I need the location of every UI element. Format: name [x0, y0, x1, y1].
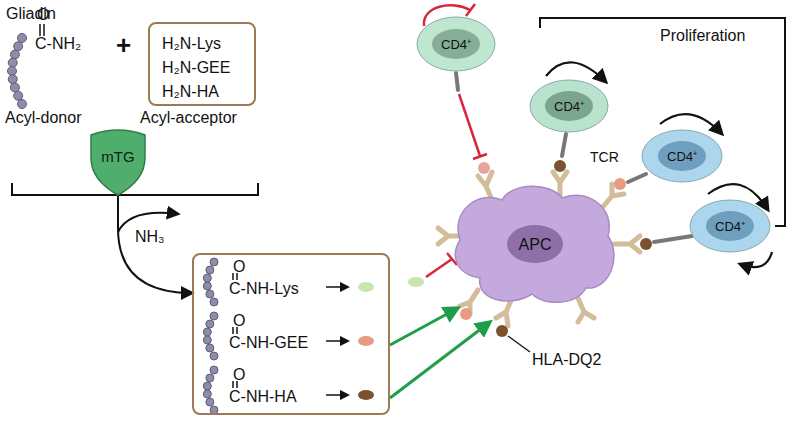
node-text: O: [233, 311, 245, 330]
t-cell: CD4⁺: [688, 198, 772, 254]
atom-label: O: [37, 5, 49, 24]
byproduct-label: NH₃: [135, 227, 165, 246]
node-text: C-NH-HA: [229, 387, 297, 406]
inhibition-bar: [473, 154, 487, 159]
peptide-dot: [358, 336, 374, 346]
plus-sign: +: [116, 30, 131, 60]
node-text: C-NH-GEE: [229, 333, 308, 352]
inhibition-bar: [466, 4, 475, 16]
connector-arrow: [390, 308, 458, 345]
node-label: CD4⁺: [441, 35, 471, 54]
reagent-box: H₂N-LysH₂N-GEE H₂N-HA: [148, 22, 256, 106]
double-bond: [40, 24, 237, 388]
hla-receptor: [438, 172, 640, 326]
apc-cell-outline: [440, 160, 630, 350]
t-cell: CD4⁺: [415, 15, 497, 73]
peptide-dot: [358, 282, 374, 292]
node-text: H₂N-GEE: [162, 58, 230, 77]
node-label: CD4⁺: [715, 217, 745, 236]
node-label: CD4⁺: [667, 147, 697, 166]
node-text: O: [233, 257, 245, 276]
node-label: CD4⁺: [554, 97, 584, 116]
leader-line: [508, 336, 530, 352]
inhibition-line: [459, 94, 480, 156]
product-box: OC-NH-LysOC-NH-GEEOC-NH-HA: [192, 253, 390, 415]
t-cell: CD4⁺: [640, 128, 724, 184]
node-label: mTG: [101, 147, 134, 166]
connector-arrow: [390, 322, 490, 398]
node-text: H₂N-HA: [162, 82, 219, 101]
receptor-label: HLA-DQ2: [532, 350, 601, 369]
bracket: [12, 183, 258, 195]
node-text: O: [233, 365, 245, 384]
small-arrow: [326, 287, 348, 395]
role-label: Acyl-donor: [5, 108, 81, 127]
enzyme-shape: mTG: [88, 128, 148, 196]
peptide-chain: [8, 34, 219, 415]
node-text: H₂N-Lys: [162, 34, 221, 53]
inhibition-line: [426, 259, 452, 277]
t-cell: CD4⁺: [528, 78, 610, 134]
role-label: Acyl-acceptor: [140, 108, 237, 127]
node-text: C-NH-Lys: [229, 279, 299, 298]
node-label: APC: [519, 235, 552, 254]
group-label: C-NH₂: [35, 34, 81, 53]
peptide-dot: [408, 277, 424, 287]
connector-arrow: [118, 196, 192, 293]
receptor-label: TCR: [590, 148, 619, 166]
process-label: Proliferation: [660, 26, 745, 45]
apc-cell: APC: [440, 160, 630, 350]
peptide-dot: [358, 390, 374, 400]
